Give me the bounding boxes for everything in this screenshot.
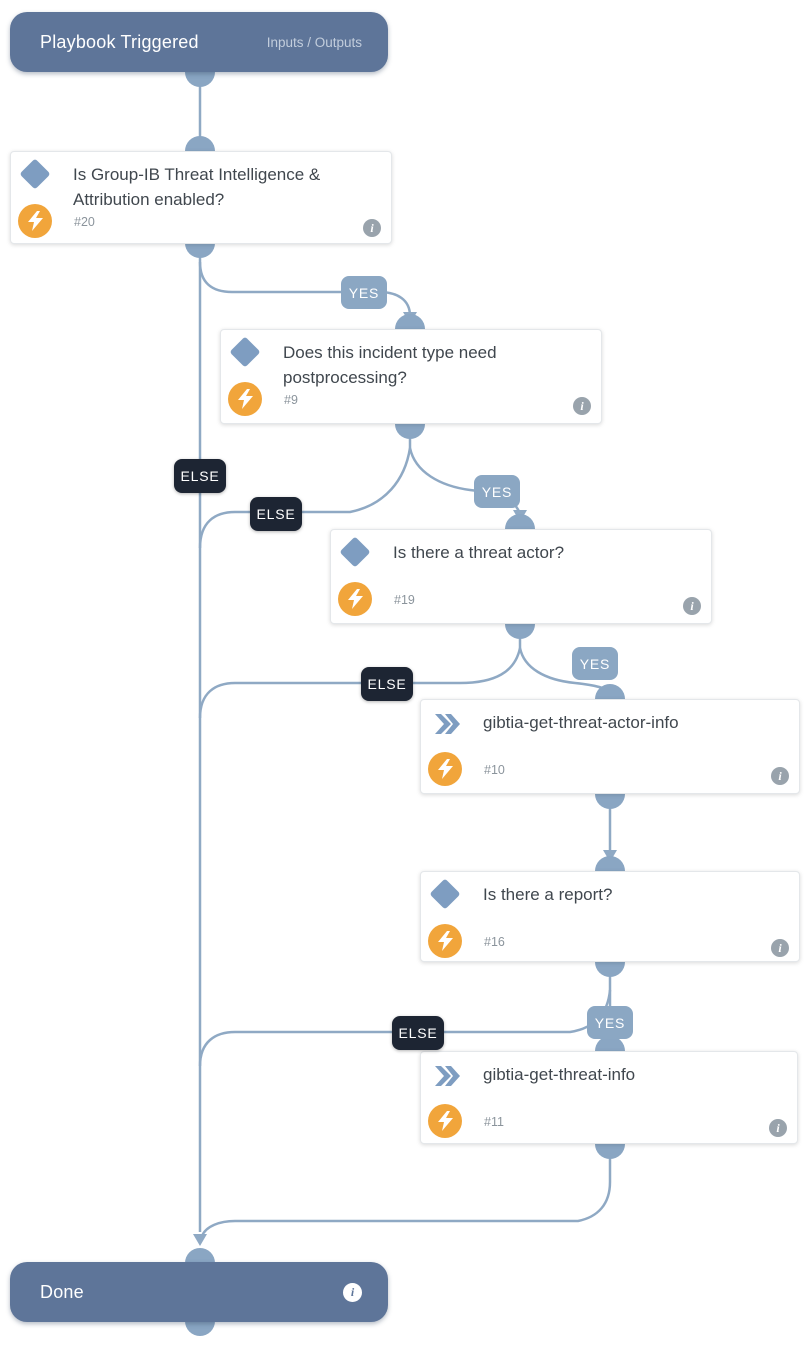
nub-above-11 <box>595 1036 625 1051</box>
else-label-19[interactable]: ELSE <box>361 667 413 701</box>
task-title: Does this incident type need postprocess… <box>283 343 497 387</box>
info-icon[interactable]: i <box>363 219 381 237</box>
task-id: #16 <box>484 935 505 949</box>
nub-below-9 <box>395 424 425 439</box>
condition-icon <box>19 158 51 190</box>
done-node-title: Done <box>40 1281 84 1302</box>
nub-above-9 <box>395 314 425 329</box>
nub-below-20 <box>185 243 215 258</box>
automation-bolt-icon <box>428 1104 462 1138</box>
nub-below-done <box>185 1321 215 1336</box>
task-id: #9 <box>284 393 298 407</box>
task-title: gibtia-get-threat-info <box>483 1065 636 1084</box>
info-icon[interactable]: i <box>771 939 789 957</box>
info-icon[interactable]: i <box>683 597 701 615</box>
else-label-16[interactable]: ELSE <box>392 1016 444 1050</box>
task-node-19[interactable]: Is there a threat actor? #19 i <box>330 529 712 624</box>
task-node-16[interactable]: Is there a report? #16 i <box>420 871 800 962</box>
nub-above-19 <box>505 514 535 529</box>
task-title: Is Group-IB Threat Intelligence & Attrib… <box>73 165 321 209</box>
task-node-11[interactable]: gibtia-get-threat-info #11 i <box>420 1051 798 1144</box>
automation-bolt-icon <box>18 204 52 238</box>
yes-label-16[interactable]: YES <box>587 1006 633 1039</box>
condition-icon <box>229 336 261 368</box>
else-label-20[interactable]: ELSE <box>174 459 226 493</box>
nub-below-10 <box>595 794 625 809</box>
info-icon[interactable]: i <box>769 1119 787 1137</box>
nub-above-done <box>185 1248 215 1263</box>
automation-bolt-icon <box>338 582 372 616</box>
info-icon[interactable]: i <box>343 1282 362 1302</box>
yes-label-19[interactable]: YES <box>572 647 618 680</box>
task-node-20[interactable]: Is Group-IB Threat Intelligence & Attrib… <box>10 151 392 244</box>
task-id: #20 <box>74 215 95 229</box>
inputs-outputs-link[interactable]: Inputs / Outputs <box>266 34 362 50</box>
nub-above-20 <box>185 136 215 151</box>
yes-label-9[interactable]: YES <box>474 475 520 508</box>
nub-below-16 <box>595 962 625 977</box>
condition-icon <box>429 878 461 910</box>
connector-11-to-done <box>200 1144 612 1237</box>
automation-bolt-icon <box>428 752 462 786</box>
nub-above-16 <box>595 856 625 871</box>
task-title: gibtia-get-threat-actor-info <box>483 713 679 732</box>
task-id: #10 <box>484 763 505 777</box>
command-chevron-icon <box>434 713 461 740</box>
task-title: Is there a threat actor? <box>393 543 565 562</box>
info-icon[interactable]: i <box>573 397 591 415</box>
connector-20-yes <box>198 261 412 317</box>
automation-bolt-icon <box>428 924 462 958</box>
done-node[interactable]: Done i <box>10 1262 388 1322</box>
command-chevron-icon <box>434 1065 461 1092</box>
task-id: #19 <box>394 593 415 607</box>
task-node-9[interactable]: Does this incident type need postprocess… <box>220 329 602 424</box>
connector-19-else <box>198 647 522 719</box>
connector-9-else <box>198 447 412 549</box>
connector-nubs <box>185 72 625 1336</box>
yes-label-20[interactable]: YES <box>341 276 387 309</box>
else-label-9[interactable]: ELSE <box>250 497 302 531</box>
arrow-into-done <box>193 1234 207 1246</box>
info-icon[interactable]: i <box>771 767 789 785</box>
start-node-title: Playbook Triggered <box>40 31 199 52</box>
nub-below-11 <box>595 1144 625 1159</box>
condition-icon <box>339 536 371 568</box>
task-node-10[interactable]: gibtia-get-threat-actor-info #10 i <box>420 699 800 794</box>
automation-bolt-icon <box>228 382 262 416</box>
task-id: #11 <box>484 1115 504 1129</box>
playbook-triggered-node[interactable]: Playbook Triggered Inputs / Outputs <box>10 12 388 72</box>
task-title: Is there a report? <box>483 885 613 904</box>
nub-above-10 <box>595 684 625 699</box>
nub-below-start <box>185 72 215 87</box>
nub-below-19 <box>505 624 535 639</box>
